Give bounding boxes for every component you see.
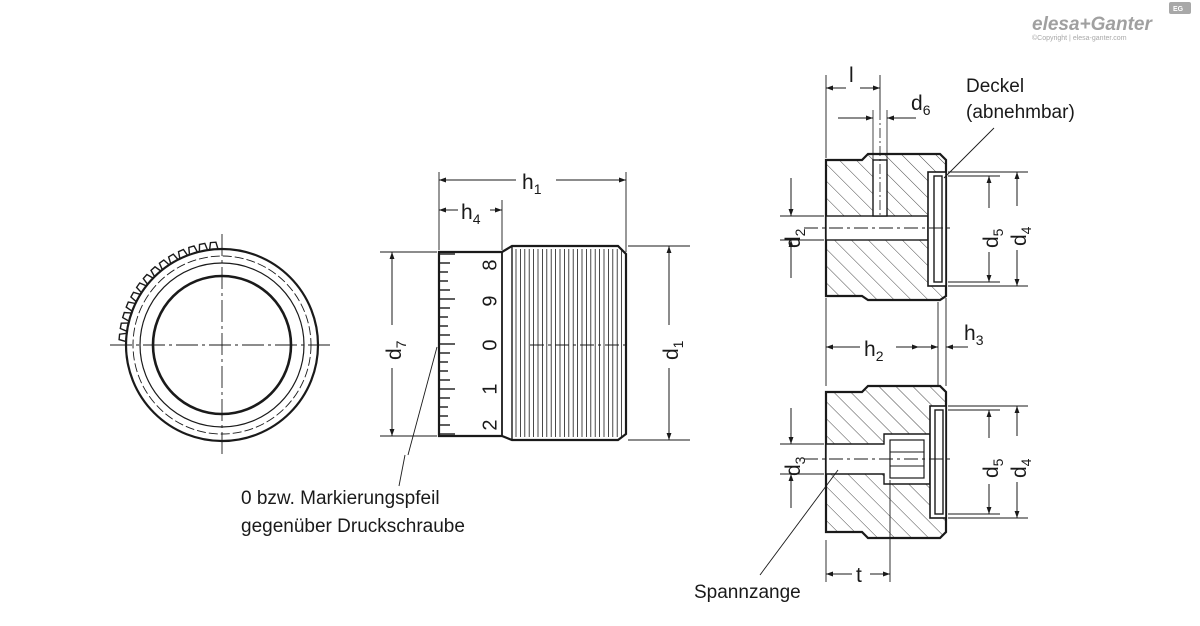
svg-text:h4: h4	[461, 201, 481, 227]
knurl-pattern	[515, 249, 622, 437]
label-d4-bottom: d	[1008, 466, 1031, 478]
dimension-h3: h3	[916, 322, 984, 350]
spannzange-leader	[759, 469, 839, 576]
brand-name: elesa+Ganter	[1032, 14, 1153, 35]
label-d4-bottom-sub: 4	[1018, 458, 1034, 466]
label-d1-sub: 1	[670, 340, 686, 348]
label-t: t	[856, 564, 862, 587]
dimension-d7: d7	[383, 252, 409, 436]
front-view	[110, 234, 334, 455]
label-h3: h	[964, 322, 976, 345]
dimension-d6: d6	[838, 92, 931, 160]
scale-ticks	[439, 253, 455, 435]
scale-digit-1: 1	[479, 383, 501, 394]
svg-text:d7: d7	[383, 340, 409, 360]
label-h4: h	[461, 201, 473, 224]
label-d5-top-sub: 5	[990, 228, 1006, 236]
label-d1: d	[660, 348, 683, 360]
section-bottom	[804, 384, 952, 540]
label-h3-sub: 3	[976, 332, 984, 348]
label-d5-top: d	[980, 236, 1003, 248]
dimension-h2: h2	[826, 338, 919, 364]
dimension-d4-bottom: d4	[1008, 406, 1034, 518]
deckel-caption-line2: (abnehmbar)	[966, 102, 1075, 123]
label-d5-bottom: d	[980, 466, 1003, 478]
svg-text:d6: d6	[911, 92, 931, 118]
dimension-d5-bottom: d5	[980, 410, 1006, 514]
scale-digit-9: 9	[479, 295, 501, 306]
svg-text:t: t	[856, 564, 862, 587]
svg-text:d3: d3	[782, 456, 808, 476]
svg-text:d1: d1	[660, 340, 686, 360]
dimension-h4: h4	[439, 201, 502, 227]
deckel-leader	[943, 127, 995, 179]
scale-digit-8: 8	[479, 259, 501, 270]
svg-text:h3: h3	[964, 322, 984, 348]
label-h2-sub: 2	[876, 348, 884, 364]
label-d2: d	[782, 236, 805, 248]
label-d3: d	[782, 464, 805, 476]
marker-caption-line1: 0 bzw. Markierungspfeil	[241, 488, 440, 509]
label-h1-sub: 1	[534, 181, 542, 197]
svg-text:h2: h2	[864, 338, 884, 364]
svg-text:d5: d5	[980, 458, 1006, 478]
brand-badge-icon	[1169, 2, 1191, 14]
label-d2-sub: 2	[792, 228, 808, 236]
dimension-t: t	[826, 564, 890, 587]
dimension-h1: h1	[439, 171, 626, 197]
brand-logo: elesa+Ganter EG ©Copyright | elesa-gante…	[1032, 2, 1191, 42]
svg-text:d5: d5	[980, 228, 1006, 248]
dimension-d5-top: d5	[980, 176, 1006, 282]
svg-text:d4: d4	[1008, 226, 1034, 246]
marker-leader	[407, 346, 438, 456]
label-h2: h	[864, 338, 876, 361]
svg-text:d4: d4	[1008, 458, 1034, 478]
deckel-caption-line1: Deckel	[966, 76, 1024, 97]
scale-digit-2: 2	[479, 419, 501, 430]
cover-plate	[933, 175, 943, 283]
label-d5-bottom-sub: 5	[990, 458, 1006, 466]
label-h1: h	[522, 171, 534, 194]
copyright-text: ©Copyright | elesa-ganter.com	[1032, 34, 1127, 42]
label-d7-sub: 7	[393, 340, 409, 348]
label-d6-sub: 6	[923, 102, 931, 118]
dimension-d2: d2	[782, 178, 808, 278]
dimension-d1: d1	[660, 246, 686, 440]
side-view: 8 9 0 1 2 h1 h4	[241, 171, 690, 537]
knurl-tooth-path	[118, 241, 219, 343]
svg-text:h1: h1	[522, 171, 542, 197]
label-d4-top: d	[1008, 234, 1031, 246]
label-d4-top-sub: 4	[1018, 226, 1034, 234]
side-outline	[437, 244, 628, 442]
collet-cover-plate	[934, 409, 944, 515]
scale-digit-0: 0	[479, 339, 501, 350]
label-d3-sub: 3	[792, 456, 808, 464]
spannzange-caption: Spannzange	[694, 582, 801, 603]
dimension-l: l	[826, 64, 880, 91]
label-d6: d	[911, 92, 923, 115]
knurl-teeth	[118, 241, 219, 343]
label-d7: d	[383, 348, 406, 360]
label-h4-sub: 4	[473, 211, 481, 227]
label-l: l	[849, 64, 854, 87]
svg-text:l: l	[849, 64, 854, 87]
marker-leader-tail	[398, 454, 406, 487]
svg-text:d2: d2	[782, 228, 808, 248]
marker-caption-line2: gegenüber Druckschraube	[241, 516, 465, 537]
dimension-d3: d3	[782, 408, 808, 508]
section-top	[804, 110, 952, 302]
dimension-d4-top: d4	[1008, 172, 1034, 286]
brand-badge: EG	[1173, 6, 1184, 13]
